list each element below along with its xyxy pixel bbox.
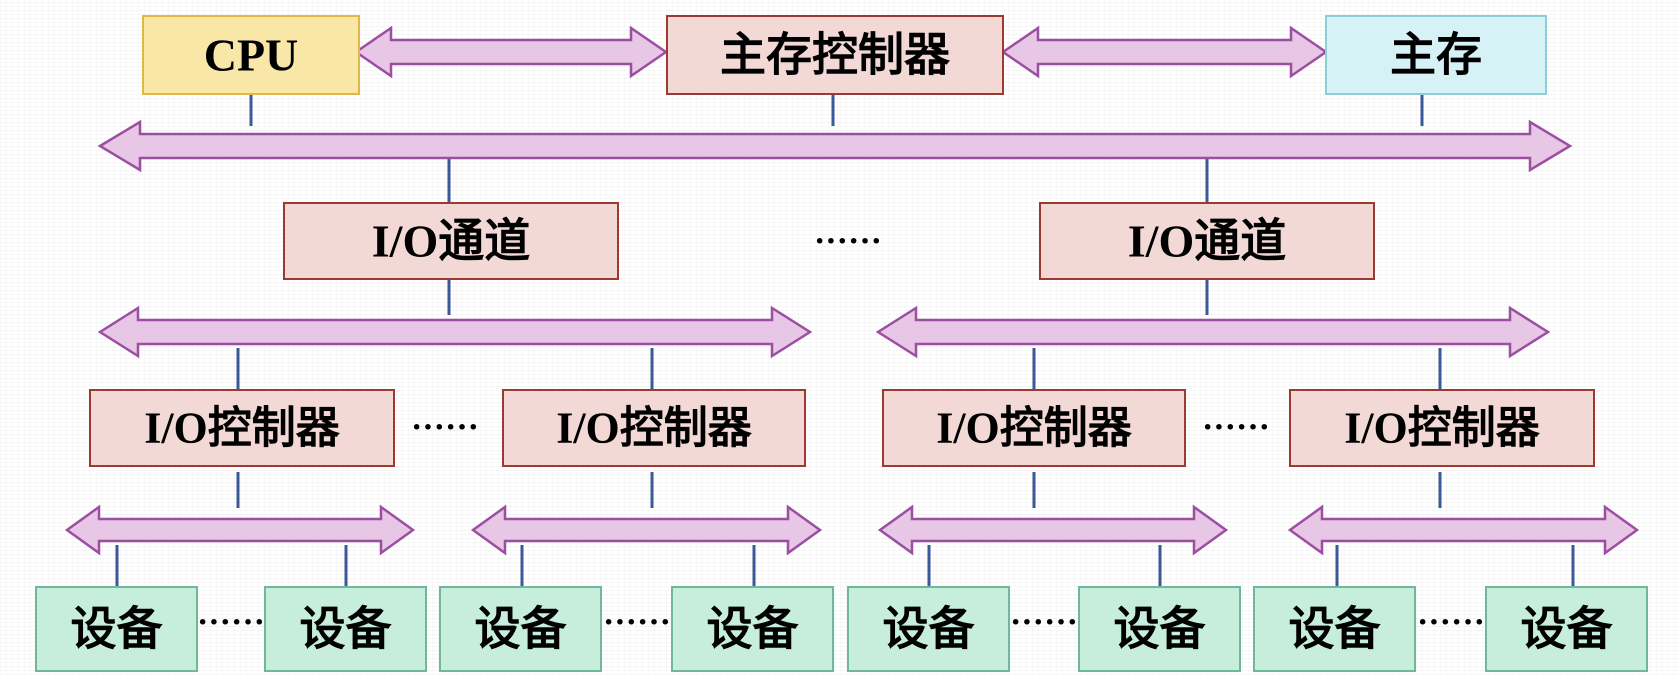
io-controller-box: I/O控制器 bbox=[1289, 389, 1595, 467]
device-box-label: 设备 bbox=[1521, 604, 1614, 655]
device-box-label: 设备 bbox=[1289, 604, 1382, 655]
device-box-label: 设备 bbox=[707, 604, 800, 655]
device-box-label: 设备 bbox=[71, 604, 164, 655]
device-bus-4 bbox=[1287, 504, 1640, 556]
main-memory-box: 主存 bbox=[1325, 15, 1547, 95]
device-bus-3 bbox=[877, 504, 1229, 556]
ellipsis: ······ bbox=[197, 604, 265, 641]
ellipsis-group: ······ ······ ······ ······ ······ ······ ····… bbox=[197, 223, 1485, 641]
device-box: 设备 bbox=[671, 586, 834, 672]
device-box: 设备 bbox=[1253, 586, 1416, 672]
cpu-box-label: CPU bbox=[204, 30, 299, 81]
main-memory-controller-box-label: 主存控制器 bbox=[720, 30, 951, 81]
device-bus-1 bbox=[64, 504, 416, 556]
device-box: 设备 bbox=[439, 586, 602, 672]
io-channel-box: I/O通道 bbox=[1039, 202, 1375, 280]
cpu-box: CPU bbox=[142, 15, 360, 95]
io-channel-box: I/O通道 bbox=[283, 202, 619, 280]
io-controller-box-label: I/O控制器 bbox=[556, 404, 753, 453]
system-bus bbox=[97, 119, 1573, 173]
ellipsis: ······ bbox=[1417, 604, 1485, 641]
ellipsis: ······ bbox=[603, 604, 671, 641]
device-box: 设备 bbox=[264, 586, 427, 672]
cpu-memctrl-bus bbox=[353, 25, 669, 79]
device-box: 设备 bbox=[1485, 586, 1648, 672]
device-box-label: 设备 bbox=[475, 604, 568, 655]
main-memory-box-label: 主存 bbox=[1390, 30, 1482, 81]
io-controller-box-label: I/O控制器 bbox=[936, 404, 1133, 453]
ellipsis: ······ bbox=[1010, 604, 1078, 641]
device-box-label: 设备 bbox=[1114, 604, 1207, 655]
io-controller-box: I/O控制器 bbox=[502, 389, 806, 467]
device-box: 设备 bbox=[847, 586, 1010, 672]
io-controller-box: I/O控制器 bbox=[89, 389, 395, 467]
device-bus-2 bbox=[470, 504, 823, 556]
io-controller-box: I/O控制器 bbox=[882, 389, 1186, 467]
main-memory-controller-box: 主存控制器 bbox=[666, 15, 1004, 95]
ellipsis: ······ bbox=[1202, 409, 1270, 446]
connector-lines bbox=[115, 88, 1575, 588]
channel-bus-left bbox=[97, 305, 813, 359]
device-box-label: 设备 bbox=[300, 604, 393, 655]
io-controller-box-label: I/O控制器 bbox=[1344, 404, 1541, 453]
channel-bus-right bbox=[875, 305, 1551, 359]
io-controller-box-label: I/O控制器 bbox=[144, 404, 341, 453]
io-channel-box-label: I/O通道 bbox=[1128, 216, 1286, 267]
device-box: 设备 bbox=[35, 586, 198, 672]
io-channel-box-label: I/O通道 bbox=[372, 216, 530, 267]
boxes: CPU 主存控制器 主存 I/O通道 I/O通道 I/O控制器 I/O控制器 I/O控制器 I/… bbox=[35, 15, 1648, 672]
ellipsis: ······ bbox=[814, 223, 882, 260]
ellipsis: ······ bbox=[411, 409, 479, 446]
device-box-label: 设备 bbox=[883, 604, 976, 655]
device-box: 设备 bbox=[1078, 586, 1241, 672]
memctrl-memory-bus bbox=[1000, 25, 1329, 79]
buses bbox=[64, 25, 1640, 556]
